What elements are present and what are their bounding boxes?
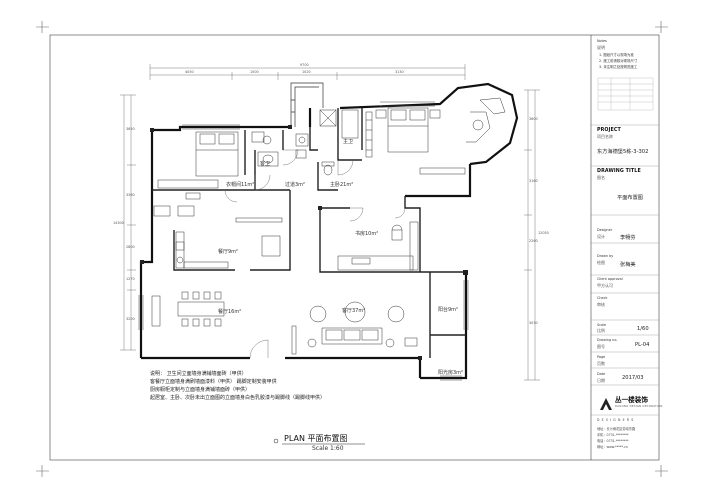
floor-plan bbox=[120, 64, 540, 381]
title-block-grid bbox=[591, 124, 659, 416]
tb-client-label: Client approval bbox=[597, 277, 623, 281]
dim-total-top: 9700 bbox=[300, 63, 309, 67]
room-master-bath: 主卫 bbox=[343, 139, 354, 145]
windows bbox=[138, 101, 469, 381]
tb-address-1: 地址：长沙雨花区劳动东路 bbox=[597, 427, 636, 431]
tb-designer-value: 李畅芬 bbox=[620, 235, 636, 241]
company-logo-icon bbox=[600, 398, 612, 410]
revision-table bbox=[597, 77, 654, 111]
dim-right-seg-4: 3030 bbox=[529, 321, 538, 325]
tb-check-cn: 审核 bbox=[597, 302, 605, 307]
dim-left-total: 14300 bbox=[113, 221, 124, 225]
note-line-1: 说明： 卫生间立面墙身满铺墙面砖（甲供） bbox=[150, 371, 247, 377]
structural-columns bbox=[140, 125, 468, 360]
tb-date-cn: 日期 bbox=[597, 378, 605, 383]
tb-drawing-no-value: PL-04 bbox=[635, 342, 650, 348]
left-dimension-lines bbox=[120, 94, 136, 351]
tb-notes-line-2: 2. 施工前请核对现场尺寸 bbox=[599, 59, 638, 63]
living-room-furniture bbox=[291, 301, 418, 355]
tb-client-cn: 甲方认可 bbox=[597, 283, 613, 288]
study-furniture bbox=[337, 221, 419, 271]
crop-marks bbox=[36, 21, 668, 477]
tb-notes-line-1: 1. 图纸尺寸以现场为准 bbox=[599, 53, 634, 57]
tb-page-cn: 页数 bbox=[597, 361, 605, 366]
room-sun-room: 阳光房3m² bbox=[438, 370, 464, 376]
tb-drawing-title-cn: 图名 bbox=[597, 175, 605, 180]
tb-notes-line-3: 3. 未注明之处按规范施工 bbox=[599, 65, 638, 69]
second-bedroom-furniture bbox=[157, 131, 272, 200]
dim-right-seg-3: 2260 bbox=[529, 239, 538, 243]
room-dining-kitchen: 餐厅9m² bbox=[218, 249, 239, 255]
dim-right-seg-1: 3600 bbox=[529, 117, 538, 121]
plan-scale: Scale 1:60 bbox=[312, 445, 344, 452]
tb-drawn-by-value: 张梅美 bbox=[620, 262, 636, 268]
tb-designer-cn: 设计 bbox=[597, 234, 605, 239]
tb-drawing-title-value: 平面布置图 bbox=[617, 195, 643, 201]
guest-bathroom bbox=[257, 133, 309, 167]
dim-right-total: 12050 bbox=[538, 231, 549, 235]
dim-top-seg-2: 1500 bbox=[250, 70, 259, 74]
tb-address-3: 电话：0731-******** bbox=[597, 439, 629, 443]
tb-date-label: Date bbox=[597, 372, 606, 376]
tb-scale-value: 1/60 bbox=[637, 326, 649, 332]
tb-notes-label: Notes bbox=[597, 39, 607, 43]
tb-notes-cn: 说明 bbox=[597, 45, 605, 50]
tb-project-value: 东方海德堡5栋-3-302 bbox=[597, 149, 649, 155]
tb-drawing-no-label: Drawing no. bbox=[597, 338, 618, 342]
dim-left-seg-1: 3650 bbox=[126, 127, 135, 131]
dim-top-seg-1: 4050 bbox=[185, 70, 194, 74]
right-dimension-lines bbox=[524, 89, 540, 381]
dim-left-seg-2: 3380 bbox=[126, 193, 135, 197]
tb-address-4: 网址：www.*****.cn bbox=[597, 445, 628, 449]
tb-drawing-title-label: DRAWING TITLE bbox=[597, 169, 641, 174]
room-living: 客厅37m² bbox=[342, 308, 366, 314]
room-corridor: 过道3m² bbox=[285, 182, 306, 188]
tb-address-2: 手机：0731-******** bbox=[597, 433, 629, 437]
note-line-2: 客餐厅立面墙身满刷墙面漆料（甲供） 踢脚定制安装甲供 bbox=[150, 379, 277, 385]
note-line-3: 厨房橱柜定制与立面墙身满铺墙面砖（甲供） bbox=[150, 387, 251, 393]
room-balcony: 阳台9m² bbox=[438, 307, 459, 313]
room-study: 书房10m² bbox=[355, 231, 379, 237]
dim-right-seg-2: 3160 bbox=[529, 179, 538, 183]
tb-company-name: 丛一楼装饰 bbox=[615, 396, 648, 404]
plan-title: PLAN 平面布置图 bbox=[284, 434, 348, 443]
room-master-area: 主卧21m² bbox=[330, 182, 354, 188]
note-line-4: 起居室、主卧、次卧未出立面图的立面墙身白色乳胶漆与踢脚线（踢脚线甲供） bbox=[150, 395, 326, 401]
dim-left-seg-3: 2800 bbox=[126, 245, 135, 249]
tb-designer-label: Designer bbox=[597, 228, 613, 232]
sheet-frame bbox=[49, 34, 660, 461]
interior-walls bbox=[152, 108, 466, 358]
tb-company-en: DAGONG DESIGN DECORATION bbox=[615, 405, 663, 408]
dim-top-seg-3: 1020 bbox=[302, 70, 311, 74]
bay-window-left bbox=[290, 82, 324, 127]
dim-left-seg-4: 1270 bbox=[126, 277, 135, 281]
dim-left-seg-5: 3200 bbox=[126, 317, 135, 321]
tb-drawing-no-cn: 图号 bbox=[597, 344, 605, 349]
exterior-walls bbox=[139, 82, 519, 380]
kitchen-furniture bbox=[153, 205, 283, 269]
tb-page-label: Page bbox=[597, 355, 606, 359]
room-second-bath: 客卫 bbox=[260, 161, 271, 167]
dim-top-seg-4: 3130 bbox=[395, 70, 404, 74]
dining-table bbox=[151, 291, 225, 327]
master-bedroom-furniture bbox=[365, 97, 506, 175]
master-bath-fixtures bbox=[319, 109, 359, 176]
tb-check-label: Check bbox=[597, 296, 608, 300]
top-dimension-lines bbox=[149, 64, 466, 80]
tb-scale-label: Scale bbox=[597, 323, 607, 327]
tb-scale-cn: 比例 bbox=[597, 328, 605, 333]
tb-project-label: PROJECT bbox=[597, 128, 621, 133]
plan-title-marker-icon bbox=[273, 438, 279, 444]
room-dining: 餐厅16m² bbox=[218, 309, 242, 315]
room-cloakroom-area: 衣帽间11m² bbox=[226, 182, 255, 188]
tb-designers-band: D E S I G N E R S bbox=[597, 418, 634, 422]
tb-date-value: 2017/03 bbox=[622, 375, 644, 381]
tb-drawn-by-cn: 绘图 bbox=[597, 260, 605, 265]
tb-project-cn: 项目名称 bbox=[597, 134, 613, 139]
tb-drawn-by-label: Drawn by bbox=[597, 254, 614, 258]
